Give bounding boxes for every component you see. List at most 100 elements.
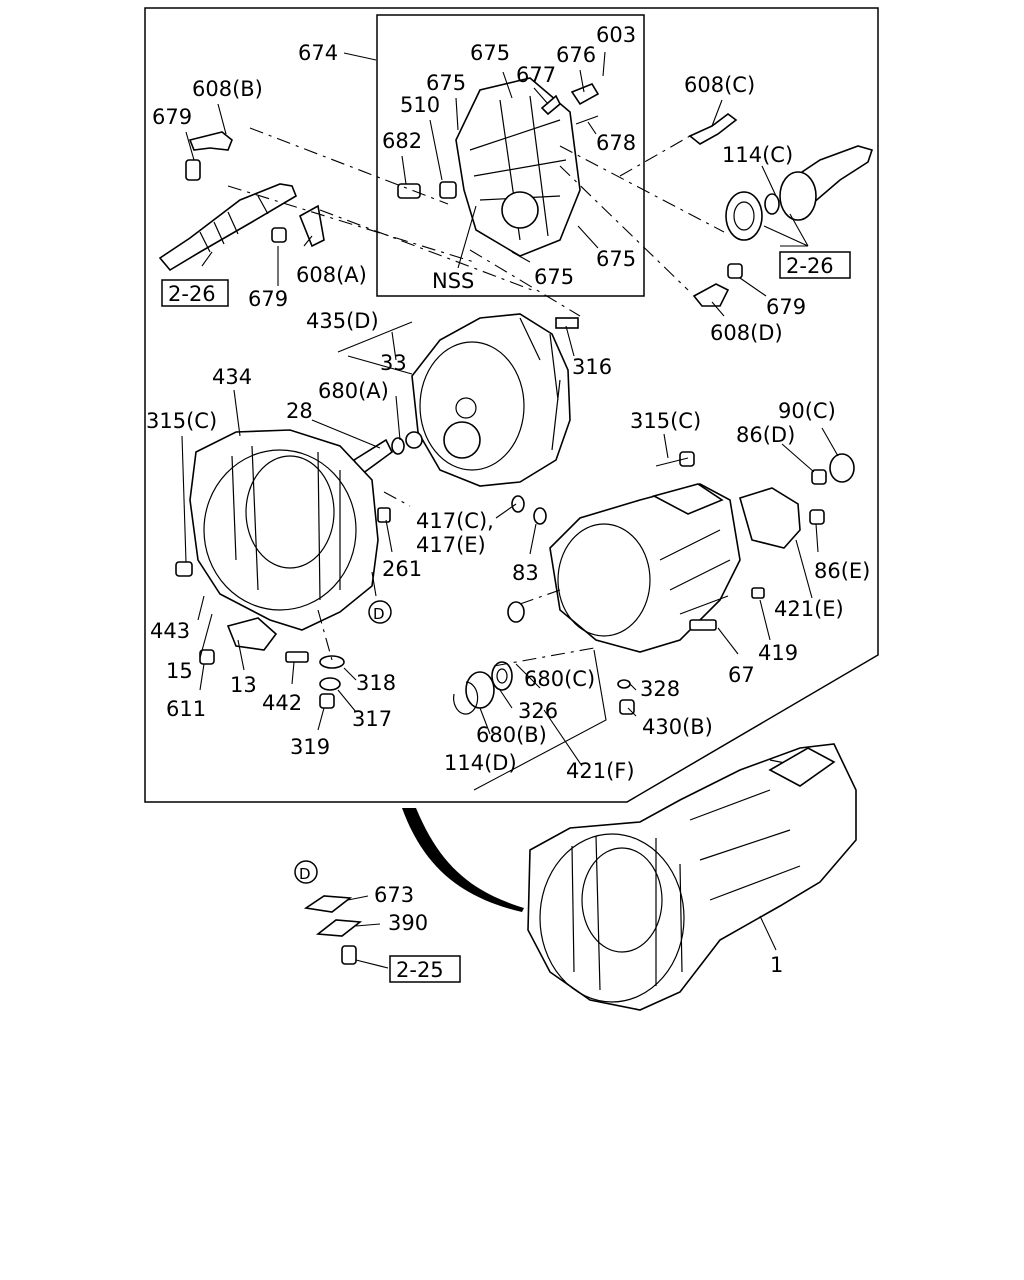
- connector-line: [249, 127, 449, 205]
- callout-417e: 417(E): [416, 533, 486, 557]
- reference-2-26: 2-26: [168, 282, 216, 306]
- callout-318: 318: [356, 671, 396, 695]
- callout-442: 442: [262, 691, 302, 715]
- callout-608a: 608(A): [296, 263, 367, 287]
- connector-line: [227, 185, 475, 263]
- shift-fork-608c: [688, 113, 738, 145]
- connector-line: [319, 209, 533, 291]
- callout-675: 675: [426, 71, 466, 95]
- callout-13: 13: [230, 673, 257, 697]
- callout-608c: 608(C): [684, 73, 755, 97]
- output-shaft-right: [725, 145, 874, 241]
- callout-1: 1: [770, 953, 783, 977]
- connector-line: [559, 145, 725, 233]
- callout-678: 678: [596, 131, 636, 155]
- callout-421e: 421(E): [774, 597, 844, 621]
- shift-fork-608a: [271, 204, 325, 248]
- clutch-housing-435d: [391, 313, 571, 487]
- transmission-case-421: [507, 483, 765, 715]
- assembly-arrow: [402, 808, 524, 912]
- gasket-parts-673-390: [303, 895, 363, 965]
- connector-line: [317, 609, 333, 661]
- bracket-13: [199, 617, 309, 665]
- callout-510: 510: [400, 93, 440, 117]
- callout-434: 434: [212, 365, 252, 389]
- callout-419: 419: [758, 641, 798, 665]
- callout-682: 682: [382, 129, 422, 153]
- svg-text:D: D: [373, 605, 385, 623]
- callout-435d: 435(D): [306, 309, 379, 333]
- callout-680b: 680(B): [476, 723, 547, 747]
- callout-608d: 608(D): [710, 321, 783, 345]
- callout-673: 673: [374, 883, 414, 907]
- callout-679: 679: [248, 287, 288, 311]
- rear-housing-421e: [655, 451, 855, 549]
- callout-114c: 114(C): [722, 143, 793, 167]
- callout-608b: 608(B): [192, 77, 263, 101]
- callout-315c: 315(C): [146, 409, 217, 433]
- connector-line: [493, 647, 595, 667]
- svg-text:D: D: [299, 865, 311, 883]
- part-316: [555, 317, 579, 329]
- callout-679: 679: [766, 295, 806, 319]
- connector-line: [619, 135, 691, 177]
- callout-15: 15: [166, 659, 193, 683]
- callout-680c: 680(C): [524, 667, 595, 691]
- reference-2-25: 2-25: [396, 958, 444, 982]
- callout-417c: 417(C),: [416, 509, 494, 533]
- callout-677: 677: [516, 63, 556, 87]
- connector-line: [469, 249, 581, 317]
- inset-group-frame: [376, 14, 645, 297]
- main-group-frame: [144, 7, 879, 803]
- callout-33: 33: [380, 351, 407, 375]
- callout-261: 261: [382, 557, 422, 581]
- callout-nss: NSS: [432, 269, 474, 293]
- connector-line: [519, 589, 561, 605]
- transmission-assembly-1: [527, 743, 857, 1011]
- callout-443: 443: [150, 619, 190, 643]
- shift-fork-608d: [692, 263, 743, 307]
- callout-675: 675: [470, 41, 510, 65]
- callout-326: 326: [518, 699, 558, 723]
- callout-676: 676: [556, 43, 596, 67]
- callout-83: 83: [512, 561, 539, 585]
- bell-housing-434: [175, 429, 379, 631]
- callout-labels: 674 675 603 676 675 677 510 682 678 608(…: [146, 23, 870, 977]
- connector-line: [559, 165, 689, 291]
- callout-611: 611: [166, 697, 206, 721]
- callout-315c: 315(C): [630, 409, 701, 433]
- callout-430b: 430(B): [642, 715, 713, 739]
- callout-319: 319: [290, 735, 330, 759]
- callout-679: 679: [152, 105, 192, 129]
- callout-316: 316: [572, 355, 612, 379]
- callout-86d: 86(D): [736, 423, 795, 447]
- cover-plate-674: [397, 77, 600, 257]
- input-shaft-left: [158, 183, 297, 272]
- callout-114d: 114(D): [444, 751, 517, 775]
- callout-603: 603: [596, 23, 636, 47]
- reference-box-left[interactable]: 2-26: [161, 279, 229, 307]
- reference-box-right[interactable]: 2-26: [779, 251, 851, 279]
- connector-line: [383, 491, 411, 507]
- parts-317-319: [319, 655, 345, 709]
- callout-317: 317: [352, 707, 392, 731]
- callout-90c: 90(C): [778, 399, 836, 423]
- callout-86e: 86(E): [814, 559, 870, 583]
- bearings-680bc: [453, 661, 513, 715]
- reference-box-bottom[interactable]: 2-25: [389, 955, 461, 983]
- callout-28: 28: [286, 399, 313, 423]
- leader-lines: [181, 51, 839, 969]
- callout-675: 675: [534, 265, 574, 289]
- callout-680a: 680(A): [318, 379, 389, 403]
- circle-marker-d-main: D: [368, 600, 392, 624]
- shift-fork-608b: [185, 131, 233, 181]
- callout-328: 328: [640, 677, 680, 701]
- callout-67: 67: [728, 663, 755, 687]
- callout-675: 675: [596, 247, 636, 271]
- callout-421f: 421(F): [566, 759, 635, 783]
- reference-2-26: 2-26: [786, 254, 834, 278]
- callout-674: 674: [298, 41, 338, 65]
- callout-390: 390: [388, 911, 428, 935]
- circle-marker-d-inset: D: [294, 860, 318, 884]
